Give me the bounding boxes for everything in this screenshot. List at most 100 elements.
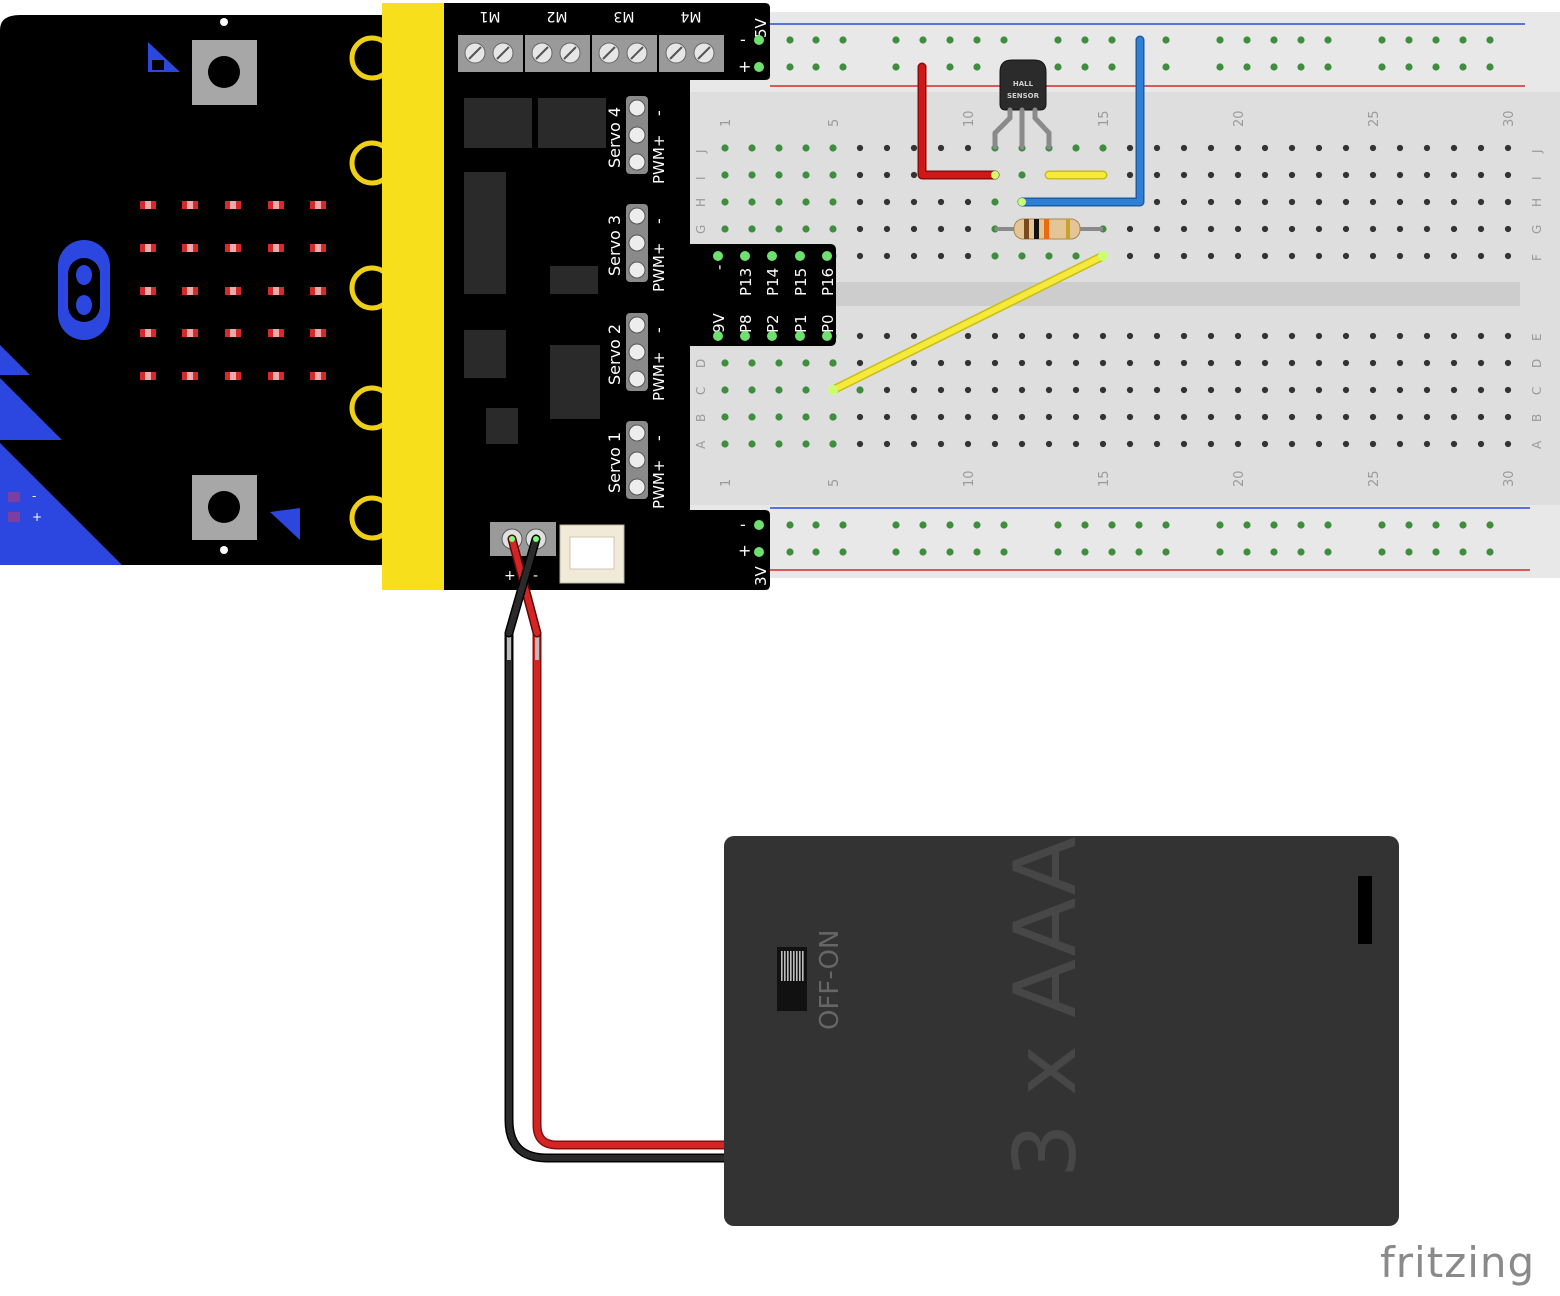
- breadboard-hole-active: [1018, 171, 1026, 179]
- led-matrix: [140, 201, 326, 380]
- breadboard-hole: [1288, 386, 1296, 394]
- breadboard-hole: [1477, 332, 1485, 340]
- servo-pin: [628, 207, 646, 225]
- breadboard-hole: [1207, 386, 1215, 394]
- breadboard-hole: [1018, 413, 1026, 421]
- breadboard-hole: [1072, 386, 1080, 394]
- breadboard-hole: [1288, 171, 1296, 179]
- switch-grip-ridge: [802, 951, 804, 981]
- breadboard-hole: [1180, 440, 1188, 448]
- breadboard-hole: [748, 144, 756, 152]
- rail-hole: [1459, 548, 1467, 556]
- breadboard-hole: [964, 359, 972, 367]
- rail-hole: [1243, 36, 1251, 44]
- breadboard-hole: [1018, 440, 1026, 448]
- microbit-corner-accent-1: [0, 345, 30, 375]
- breadboard-hole: [1045, 332, 1053, 340]
- row-label-right: B: [1530, 414, 1544, 422]
- rail-hole: [1378, 63, 1386, 71]
- logo-dot-top: [76, 265, 92, 285]
- breadboard-hole: [883, 225, 891, 233]
- breadboard-hole: [883, 332, 891, 340]
- column-label-top: 10: [962, 110, 977, 127]
- terminal-screw-slot: [468, 46, 482, 60]
- rail-hole: [1054, 36, 1062, 44]
- led-highlight: [315, 287, 321, 295]
- breadboard-hole: [1018, 386, 1026, 394]
- breadboard-hole: [1504, 332, 1512, 340]
- breadboard-hole: [1126, 413, 1134, 421]
- led-highlight: [145, 329, 151, 337]
- breadboard-hole: [1423, 171, 1431, 179]
- breadboard-hole: [856, 252, 864, 260]
- breadboard-hole: [1261, 440, 1269, 448]
- breadboard-hole: [1369, 198, 1377, 206]
- rail-hole: [1324, 63, 1332, 71]
- io-label-bottom: P0: [819, 314, 837, 333]
- rail-hole: [1054, 63, 1062, 71]
- io-label-top: P16: [819, 268, 837, 296]
- rail-plus-label-bottom: +: [738, 541, 751, 560]
- breadboard-hole: [1450, 198, 1458, 206]
- button-a-cap[interactable]: [208, 56, 240, 88]
- row-label-left: J: [694, 149, 708, 154]
- rail-hole: [973, 548, 981, 556]
- io-label-top: P14: [764, 268, 782, 296]
- breadboard-hole: [1504, 440, 1512, 448]
- rail-hole: [1081, 548, 1089, 556]
- breadboard-hole: [1180, 252, 1188, 260]
- breadboard-hole: [1234, 144, 1242, 152]
- breadboard-hole: [964, 413, 972, 421]
- breadboard-hole: [1180, 198, 1188, 206]
- column-label-bottom: 15: [1097, 470, 1112, 487]
- breadboard-hole: [775, 359, 783, 367]
- hall-sensor-leg-1: [992, 107, 1013, 150]
- ic-chip-6: [550, 345, 600, 419]
- motor-port-label: M2: [547, 8, 568, 24]
- breadboard-hole: [1153, 332, 1161, 340]
- rail-hole: [946, 521, 954, 529]
- breadboard-hole: [1153, 413, 1161, 421]
- breadboard-hole-active: [829, 440, 837, 448]
- breadboard-hole: [964, 386, 972, 394]
- row-label-right: E: [1530, 333, 1544, 341]
- breadboard-hole: [1369, 440, 1377, 448]
- io-pin: [713, 331, 723, 341]
- breadboard-hole: [1342, 386, 1350, 394]
- breadboard-hole: [1315, 252, 1323, 260]
- microbit-corner-accent-3: [0, 443, 122, 565]
- breadboard-hole: [1396, 225, 1404, 233]
- breadboard-hole: [1234, 225, 1242, 233]
- led-highlight: [230, 329, 236, 337]
- breadboard-hole: [1423, 413, 1431, 421]
- rail-pin-5v-minus: [754, 35, 764, 45]
- breadboard-hole: [1342, 440, 1350, 448]
- row-label-right: D: [1530, 359, 1544, 368]
- button-b-cap[interactable]: [208, 491, 240, 523]
- battery-black-lead: [506, 633, 728, 1161]
- rail-hole: [839, 548, 847, 556]
- breadboard-hole: [1180, 386, 1188, 394]
- io-pin: [795, 331, 805, 341]
- column-label-bottom: 30: [1502, 470, 1517, 487]
- driver-board-pcb: [444, 3, 836, 590]
- hall-sensor: HALL SENSOR: [992, 59, 1052, 150]
- rail-hole: [786, 36, 794, 44]
- led-highlight: [230, 244, 236, 252]
- rail-hole: [1486, 548, 1494, 556]
- rail-hole: [1297, 36, 1305, 44]
- column-label-top: 15: [1097, 110, 1112, 127]
- breadboard-hole: [1342, 252, 1350, 260]
- breadboard-hole: [775, 413, 783, 421]
- breadboard-hole: [1045, 386, 1053, 394]
- terminal-screw-slot: [630, 46, 644, 60]
- breadboard-hole: [1234, 332, 1242, 340]
- breadboard-hole: [802, 171, 810, 179]
- breadboard-hole: [1288, 332, 1296, 340]
- rail-hole: [1432, 36, 1440, 44]
- io-label-bottom: P1: [792, 314, 810, 333]
- breadboard-hole: [1450, 171, 1458, 179]
- rail-hole: [1216, 63, 1224, 71]
- led-highlight: [273, 201, 279, 209]
